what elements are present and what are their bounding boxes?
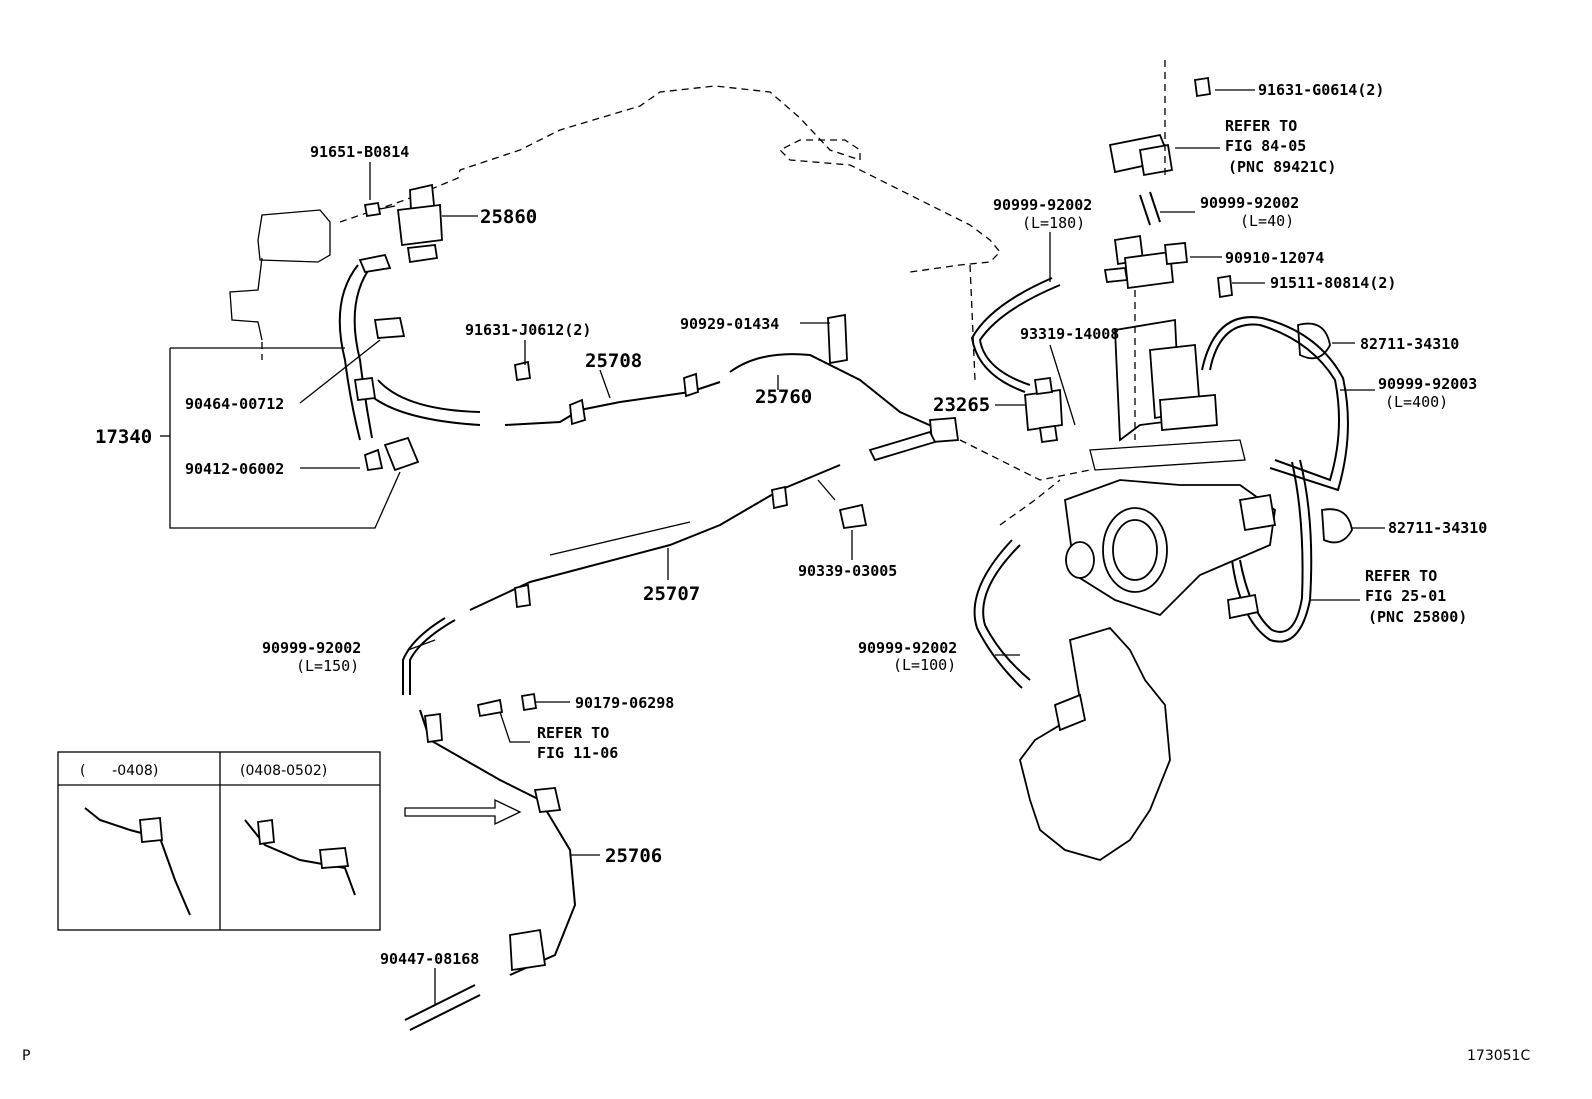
label-fig-11-06: FIG 11-06 xyxy=(537,744,618,762)
hose-l400 xyxy=(1201,316,1349,492)
corner-mark: P xyxy=(22,1048,30,1064)
leader-lines xyxy=(369,89,1385,1005)
intake-manifold xyxy=(959,439,1171,861)
clamp-82711-b xyxy=(1321,508,1353,544)
label-fig-84-05: FIG 84-05 xyxy=(1225,137,1306,155)
vsv-25860 xyxy=(363,183,443,264)
label-90339-03005: 90339-03005 xyxy=(798,562,897,580)
label-82711-34310-a: 82711-34310 xyxy=(1360,335,1459,353)
label-25760: 25760 xyxy=(755,386,812,408)
label-82711-34310-b: 82711-34310 xyxy=(1388,519,1487,537)
label-25708: 25708 xyxy=(585,350,642,372)
engine-outline xyxy=(229,85,1001,381)
label-pnc-89421c: (PNC 89421C) xyxy=(1228,158,1336,176)
label-91631-g0614: 91631-G0614(2) xyxy=(1258,81,1384,99)
arrow-indicator xyxy=(404,798,522,826)
label-91511-80814: 91511-80814(2) xyxy=(1270,274,1396,292)
pipe-25760 xyxy=(729,313,960,462)
throttle-body xyxy=(1064,479,1277,617)
label-90999-92002-d: 90999-92002 xyxy=(858,639,957,657)
label-90910-12074: 90910-12074 xyxy=(1225,249,1324,267)
inset-label-right: (0408-0502) xyxy=(240,763,327,779)
label-90447-08168: 90447-08168 xyxy=(380,950,479,968)
pipe-25708 xyxy=(504,360,721,426)
label-refer-to-b: REFER TO xyxy=(1365,567,1437,585)
pipe-25707 xyxy=(469,464,868,611)
hose-25800 xyxy=(1227,459,1313,643)
label-fig-25-01: FIG 25-01 xyxy=(1365,587,1446,605)
bracket-assembly xyxy=(1089,274,1246,471)
label-l180: (L=180) xyxy=(1022,214,1085,232)
label-l150: (L=150) xyxy=(296,657,359,675)
bracket-17340 xyxy=(160,339,401,529)
hose-l150 xyxy=(402,617,456,695)
label-refer-to-c: REFER TO xyxy=(537,724,609,742)
inset-label-left: ( -0408) xyxy=(80,763,158,779)
sensor-89421c xyxy=(1108,60,1212,180)
filter-23265 xyxy=(1024,376,1063,444)
label-91651-b0814: 91651-B0814 xyxy=(310,143,409,161)
label-90412-06002: 90412-06002 xyxy=(185,460,284,478)
hose-90447-08168 xyxy=(404,984,481,1031)
hose-l100 xyxy=(973,539,1031,689)
label-90999-92002-b: 90999-92002 xyxy=(1200,194,1299,212)
label-23265: 23265 xyxy=(933,394,990,416)
label-17340: 17340 xyxy=(95,426,152,448)
vsv-90910-12074 xyxy=(1103,234,1188,290)
label-90999-92003: 90999-92003 xyxy=(1378,375,1477,393)
hose-l180 xyxy=(970,277,1061,393)
label-90929-01434: 90929-01434 xyxy=(680,315,779,333)
label-90999-92002-c: 90999-92002 xyxy=(262,639,361,657)
label-90179-06298: 90179-06298 xyxy=(575,694,674,712)
label-91631-j0612: 91631-J0612(2) xyxy=(465,321,591,339)
label-25706: 25706 xyxy=(605,845,662,867)
label-refer-to-a: REFER TO xyxy=(1225,117,1297,135)
label-pnc-25800: (PNC 25800) xyxy=(1368,608,1467,626)
variant-inset-box xyxy=(57,751,381,931)
label-93319-14008: 93319-14008 xyxy=(1020,325,1119,343)
hose-assembly-17340 xyxy=(338,253,481,472)
label-l400: (L=400) xyxy=(1385,393,1448,411)
label-25860: 25860 xyxy=(480,206,537,228)
figure-id: 173051C xyxy=(1467,1048,1530,1064)
label-l40: (L=40) xyxy=(1240,212,1294,230)
label-25707: 25707 xyxy=(643,583,700,605)
part-labels: 91651-B0814 25860 17340 90464-00712 9041… xyxy=(22,81,1530,1064)
hose-l40 xyxy=(1139,191,1161,226)
label-l100: (L=100) xyxy=(893,656,956,674)
pipe-25706 xyxy=(419,692,577,976)
label-90999-92002-a: 90999-92002 xyxy=(993,196,1092,214)
label-90464-00712: 90464-00712 xyxy=(185,395,284,413)
